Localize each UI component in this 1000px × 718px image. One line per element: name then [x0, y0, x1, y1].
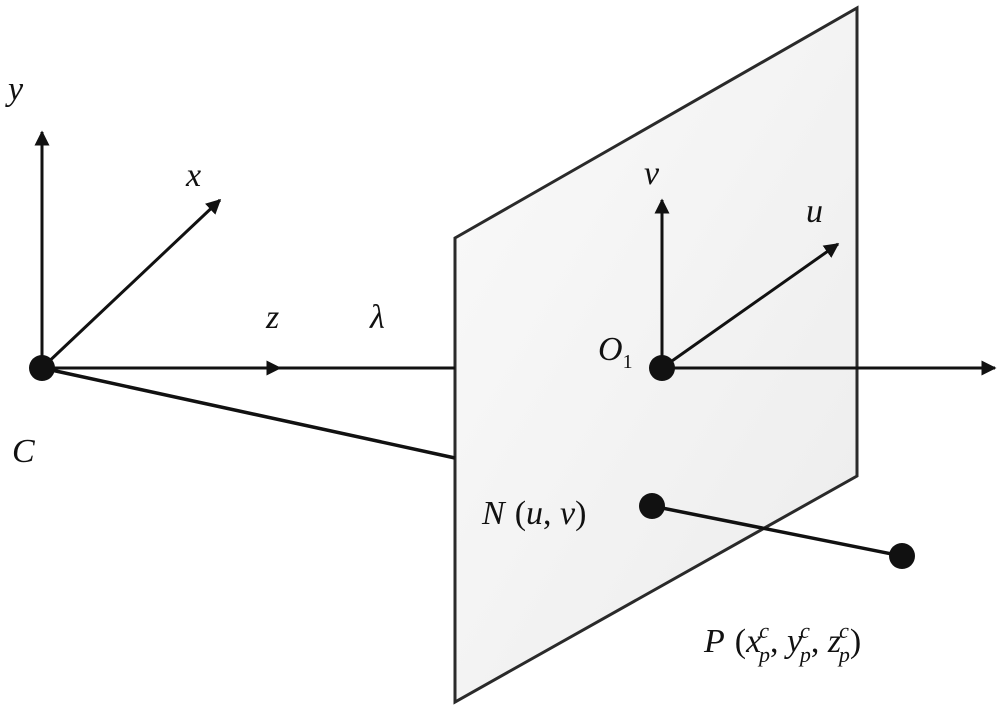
label-n: N: [481, 495, 507, 532]
camera-x-axis: [40, 198, 222, 370]
label-p-z-sup: c: [839, 618, 849, 643]
label-p-y-sup: c: [800, 618, 810, 643]
world-point-p: [889, 543, 915, 569]
label-axis-v: v: [644, 155, 660, 192]
image-origin-point: [649, 355, 675, 381]
label-n-u: u: [526, 495, 543, 532]
label-image-point: N(u, v): [481, 495, 586, 532]
label-p-y: y: [784, 623, 803, 660]
label-axis-z: z: [265, 299, 279, 336]
image-plane: [453, 5, 859, 705]
label-p: P: [703, 623, 725, 660]
label-focal-length: λ: [369, 299, 385, 336]
label-axis-y: y: [5, 71, 24, 108]
label-p-x-sub: p: [757, 642, 770, 667]
image-point-n: [639, 493, 665, 519]
label-axis-x: x: [185, 157, 201, 194]
label-n-v: v: [560, 495, 576, 532]
projection-ray: [651, 504, 903, 558]
label-camera-center: C: [12, 433, 35, 470]
image-u-axis: [661, 242, 840, 370]
label-axis-u: u: [806, 193, 823, 230]
label-origin-main: O: [598, 331, 623, 368]
label-image-origin: O1: [598, 331, 633, 373]
label-origin-sub: 1: [623, 351, 633, 373]
label-p-z: z: [827, 623, 841, 660]
label-p-x: x: [745, 623, 761, 660]
label-p-x-sup: c: [759, 618, 769, 643]
label-p-y-sub: p: [798, 642, 811, 667]
ray-to-plane-edge: [41, 366, 456, 460]
label-p-z-sub: p: [837, 642, 850, 667]
camera-center-point: [29, 355, 55, 381]
